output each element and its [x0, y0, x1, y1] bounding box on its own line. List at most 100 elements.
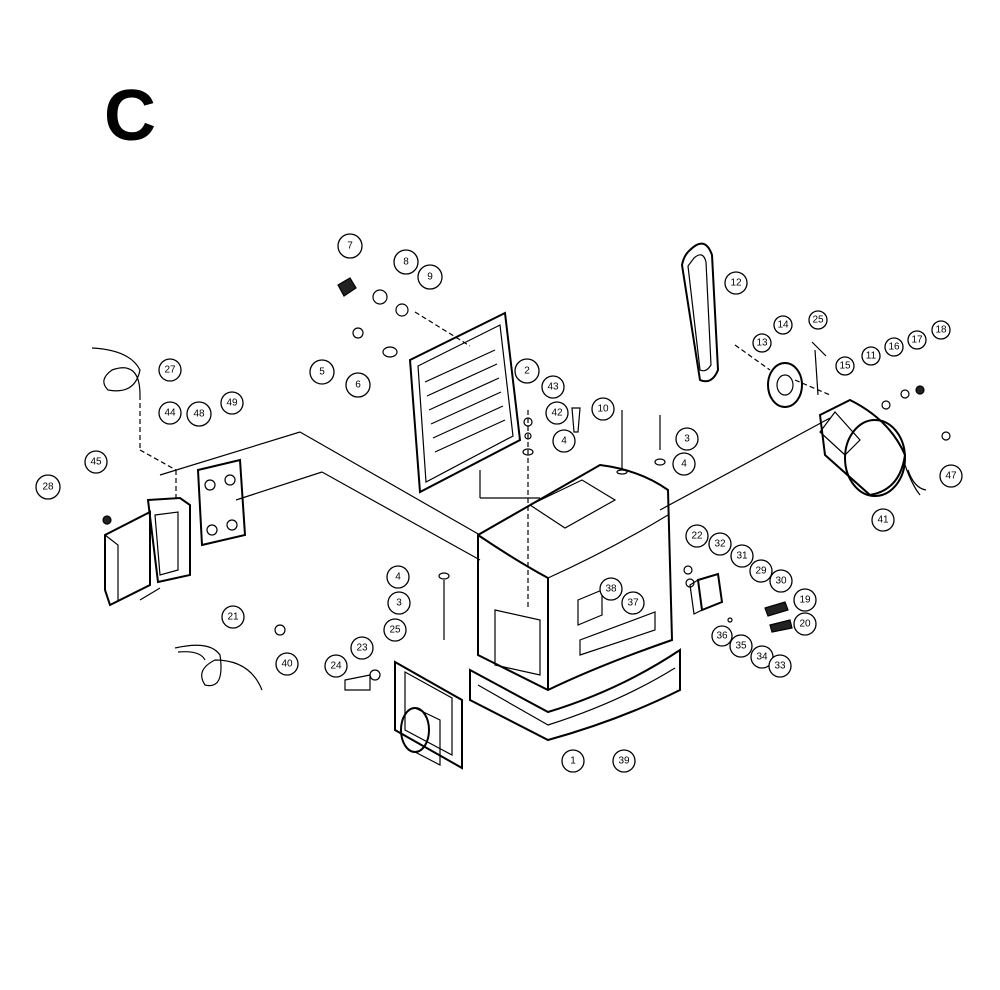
- callout-circle: [793, 588, 817, 612]
- callout-number: 3: [684, 434, 690, 445]
- callout-circle: [861, 346, 881, 366]
- callout-number: 23: [356, 643, 368, 654]
- callout-c22: 22: [685, 524, 709, 548]
- callout-circle: [186, 401, 212, 427]
- callout-c25b: 25: [383, 618, 407, 642]
- callout-c49: 49: [220, 391, 244, 415]
- callout-circle: [675, 427, 699, 451]
- callout-circle: [884, 337, 904, 357]
- callout-circle: [729, 634, 753, 658]
- callout-number: 24: [330, 661, 342, 672]
- callout-number: 6: [355, 380, 361, 391]
- switch-box-assembly: [102, 458, 247, 607]
- callout-circle: [561, 749, 585, 773]
- callout-c36: 36: [711, 625, 733, 647]
- callout-c40: 40: [275, 652, 299, 676]
- callout-number: 19: [799, 595, 811, 606]
- callout-circle: [730, 544, 754, 568]
- callout-circle: [221, 605, 245, 629]
- callout-c21: 21: [221, 605, 245, 629]
- callout-circle: [158, 358, 182, 382]
- callout-number: 31: [736, 551, 748, 562]
- callout-circle: [835, 356, 855, 376]
- callout-c15: 15: [835, 356, 855, 376]
- callout-circle: [345, 372, 371, 398]
- callout-circle: [541, 375, 565, 399]
- callout-c29: 29: [749, 559, 773, 583]
- callout-circle: [309, 359, 335, 385]
- callout-circle: [275, 652, 299, 676]
- callout-circle: [383, 618, 407, 642]
- callout-circle: [552, 429, 576, 453]
- callout-circle: [808, 310, 828, 330]
- callout-c45: 45: [84, 450, 108, 474]
- callout-circle: [599, 577, 623, 601]
- callout-c41: 41: [871, 508, 895, 532]
- callout-c20: 20: [793, 612, 817, 636]
- callout-number: 13: [756, 338, 768, 349]
- assembly-lines: [139, 311, 831, 610]
- callout-number: 28: [42, 482, 54, 493]
- callout-number: 38: [605, 584, 617, 595]
- callout-circle: [793, 612, 817, 636]
- callout-number: 41: [877, 515, 889, 526]
- callout-circle: [685, 524, 709, 548]
- callout-circle: [84, 450, 108, 474]
- callout-number: 36: [716, 631, 728, 642]
- callout-c37: 37: [621, 591, 645, 615]
- callout-circle: [708, 532, 732, 556]
- callout-number: 37: [627, 598, 639, 609]
- callout-circle: [672, 452, 696, 476]
- callout-c17: 17: [907, 330, 927, 350]
- callout-c33: 33: [768, 654, 792, 678]
- callout-number: 14: [777, 320, 789, 331]
- callout-number: 32: [714, 539, 726, 550]
- cabinet-base-part: [469, 463, 681, 742]
- callout-circle: [387, 591, 411, 615]
- callout-c4a: 4: [552, 429, 576, 453]
- callout-number: 4: [561, 436, 567, 447]
- callout-circle: [773, 315, 793, 335]
- callout-circle: [749, 559, 773, 583]
- callout-c27: 27: [158, 358, 182, 382]
- callout-c48: 48: [186, 401, 212, 427]
- callout-c6: 6: [345, 372, 371, 398]
- callout-c16: 16: [884, 337, 904, 357]
- callout-circle: [612, 749, 636, 773]
- callout-c11: 11: [861, 346, 881, 366]
- callout-c28: 28: [35, 474, 61, 500]
- callout-c9: 9: [417, 264, 443, 290]
- callout-circle: [337, 233, 363, 259]
- callout-c42: 42: [545, 401, 569, 425]
- callout-c23: 23: [350, 636, 374, 660]
- callout-circle: [514, 358, 540, 384]
- callout-circle: [752, 333, 772, 353]
- junction-box-part: [683, 565, 793, 633]
- callout-c13: 13: [752, 333, 772, 353]
- callout-c10: 10: [591, 397, 615, 421]
- callout-c4c: 4: [386, 565, 410, 589]
- callout-number: 39: [618, 756, 630, 767]
- callout-number: 29: [755, 566, 767, 577]
- callout-number: 49: [226, 398, 238, 409]
- callout-number: 21: [227, 612, 239, 623]
- callout-number: 20: [799, 619, 811, 630]
- motor-assembly: [767, 341, 951, 497]
- callout-circle: [711, 625, 733, 647]
- section-letter: C: [104, 76, 156, 156]
- callout-number: 12: [730, 278, 742, 289]
- callout-circle: [350, 636, 374, 660]
- callout-circle: [393, 249, 419, 275]
- callout-c5: 5: [309, 359, 335, 385]
- callout-number: 27: [164, 365, 176, 376]
- callout-c24: 24: [324, 654, 348, 678]
- callout-number: 25: [812, 315, 824, 326]
- fastener-parts: [274, 407, 666, 691]
- callout-number: 25: [389, 625, 401, 636]
- callout-circle: [768, 654, 792, 678]
- callout-number: 22: [691, 531, 703, 542]
- callout-number: 16: [888, 342, 900, 353]
- callout-c4b: 4: [672, 452, 696, 476]
- callout-number: 40: [281, 659, 293, 670]
- callout-circle: [417, 264, 443, 290]
